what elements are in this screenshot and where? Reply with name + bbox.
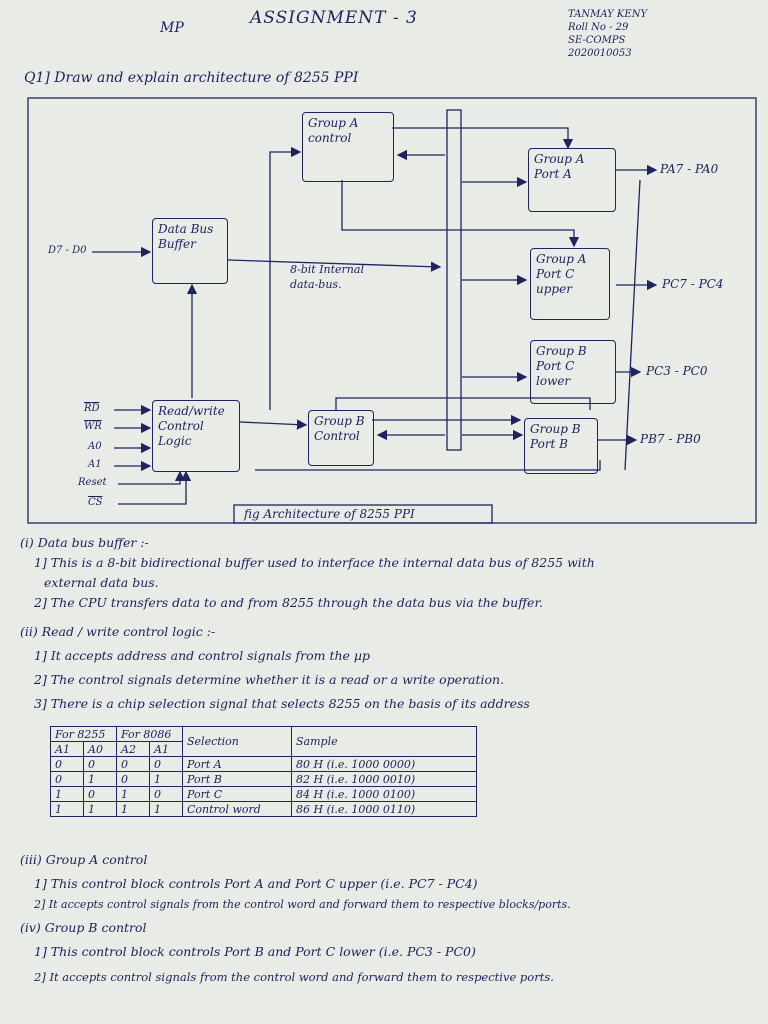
cell: 0 — [50, 771, 84, 787]
architecture-diagram — [27, 97, 757, 524]
logic-bottom-line — [255, 460, 601, 471]
cell: 0 — [83, 786, 117, 802]
logic-to-group-b — [239, 419, 308, 430]
diagram-caption: fig Architecture of 8255 PPI — [244, 507, 415, 521]
address-selection-table: For 8255 For 8086 Selection Sample A1 A0… — [50, 726, 477, 817]
table-head-8086: For 8086 — [116, 726, 183, 742]
reset-label: Reset — [78, 477, 107, 488]
table-head-selection: Selection — [182, 726, 292, 757]
group-b-control-block: Group B Control — [308, 410, 374, 466]
question-text: Q1] Draw and explain architecture of 825… — [24, 70, 359, 86]
group-b-port-b-block: Group B Port B — [524, 418, 598, 474]
cell: Port B — [182, 771, 292, 787]
group-b-port-c-lower-block: Group B Port C lower — [530, 340, 616, 404]
section-rw-logic-title: (ii) Read / write control logic :- — [20, 624, 216, 639]
sub-head-a2: A2 — [116, 741, 150, 757]
section-2-line-3: 3] There is a chip selection signal that… — [34, 696, 530, 711]
cell: 80 H (i.e. 1000 0000) — [291, 756, 477, 772]
a1-label: A1 — [88, 459, 102, 470]
cell: 0 — [116, 771, 150, 787]
pcu-label: PC7 - PC4 — [662, 277, 724, 291]
cell: 1 — [50, 786, 84, 802]
cell: 84 H (i.e. 1000 0100) — [291, 786, 477, 802]
table-row: 0 1 0 1 Port B 82 H (i.e. 1000 0010) — [50, 771, 477, 787]
internal-bus — [446, 109, 462, 451]
table-row: 1 0 1 0 Port C 84 H (i.e. 1000 0100) — [50, 786, 477, 802]
section-data-bus-buffer-title: (i) Data bus buffer :- — [20, 535, 149, 550]
group-b-to-port-b — [335, 397, 591, 410]
subject-label: MP — [160, 20, 184, 36]
cell: Port C — [182, 786, 292, 802]
section-2-line-1: 1] It accepts address and control signal… — [34, 648, 371, 663]
data-bus-buffer-block: Data Bus Buffer — [152, 218, 228, 284]
table-head-8255: For 8255 — [50, 726, 117, 742]
group-a-to-port-a — [392, 127, 574, 150]
assignment-title: ASSIGNMENT - 3 — [250, 8, 418, 28]
wr-label: WR — [84, 421, 102, 432]
section-4-line-1: 1] This control block controls Port B an… — [34, 944, 476, 959]
group-a-port-a-block: Group A Port A — [528, 148, 616, 212]
sub-head-a1: A1 — [50, 741, 84, 757]
group-a-port-c-upper-block: Group A Port C upper — [530, 248, 610, 320]
cell: 1 — [116, 786, 150, 802]
sub-head-a0: A0 — [83, 741, 117, 757]
student-id: 2020010053 — [568, 48, 632, 59]
logic-to-group-a — [269, 146, 302, 410]
student-name: TANMAY KENY — [568, 9, 648, 20]
cell: 0 — [83, 756, 117, 772]
group-a-control-block: Group A control — [302, 112, 394, 182]
data-pins-label: D7 - D0 — [48, 245, 87, 256]
sub-head-a1-8086: A1 — [149, 741, 183, 757]
cell: 86 H (i.e. 1000 0110) — [291, 801, 477, 817]
cell: Control word — [182, 801, 292, 817]
cell: 1 — [149, 801, 183, 817]
cs-label: CS — [88, 497, 103, 508]
cell: 0 — [50, 756, 84, 772]
cell: 1 — [83, 801, 117, 817]
cell: 0 — [116, 756, 150, 772]
cell: 1 — [50, 801, 84, 817]
cell: 0 — [149, 786, 183, 802]
cell: 1 — [116, 801, 150, 817]
section-group-a-title: (iii) Group A control — [20, 852, 148, 867]
a0-label: A0 — [88, 441, 102, 452]
group-a-to-pcu — [341, 180, 580, 248]
cell: 1 — [83, 771, 117, 787]
section-1-line-2: 2] The CPU transfers data to and from 82… — [34, 595, 544, 610]
section-3-line-1: 1] This control block controls Port A an… — [34, 876, 478, 891]
pb-label: PB7 - PB0 — [640, 432, 701, 446]
section-1-line-1: 1] This is a 8-bit bidirectional buffer … — [34, 555, 595, 570]
table-row: 0 0 0 0 Port A 80 H (i.e. 1000 0000) — [50, 756, 477, 772]
pcl-label: PC3 - PC0 — [646, 364, 708, 378]
section-4-line-2: 2] It accepts control signals from the c… — [34, 970, 554, 984]
buffer-to-bus-arrow — [227, 259, 442, 272]
right-feedback-line — [624, 179, 641, 471]
section-2-line-2: 2] The control signals determine whether… — [34, 672, 505, 687]
section-group-b-title: (iv) Group B control — [20, 920, 147, 935]
class-name: SE-COMPS — [568, 35, 626, 46]
roll-number: Roll No - 29 — [568, 22, 629, 33]
student-info: TANMAY KENY Roll No - 29 SE-COMPS 202001… — [568, 8, 647, 60]
cell: 1 — [149, 771, 183, 787]
pa-label: PA7 - PA0 — [660, 162, 719, 176]
cell: 82 H (i.e. 1000 0010) — [291, 771, 477, 787]
rd-label: RD — [84, 403, 100, 414]
rw-control-logic-block: Read/write Control Logic — [152, 400, 240, 472]
section-1-line-1b: external data bus. — [44, 575, 159, 590]
cell: 0 — [149, 756, 183, 772]
internal-bus-label: 8-bit Internal data-bus. — [290, 263, 364, 291]
table-head-sample: Sample — [291, 726, 477, 757]
section-3-line-2: 2] It accepts control signals from the c… — [34, 898, 571, 911]
table-row: 1 1 1 1 Control word 86 H (i.e. 1000 011… — [50, 801, 477, 817]
cell: Port A — [182, 756, 292, 772]
